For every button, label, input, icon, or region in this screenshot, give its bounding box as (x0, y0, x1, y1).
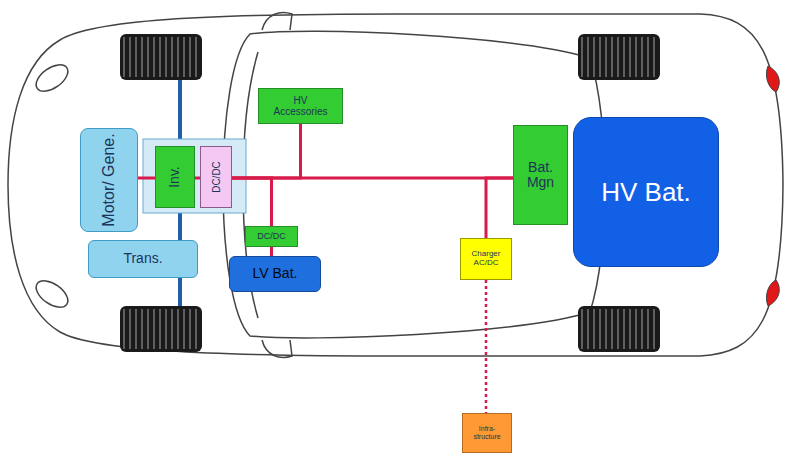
accessories-box: HV Accessories (258, 88, 343, 124)
tread (629, 37, 631, 77)
tread (183, 309, 185, 349)
node-label: LV Bat. (253, 266, 298, 281)
hv-wire (232, 178, 272, 226)
tread (617, 309, 619, 349)
tread (123, 37, 125, 77)
tread (195, 37, 197, 77)
node-label: Motor/ Gene. (100, 132, 118, 228)
hv-wire (138, 177, 155, 180)
inverter-box: Inv. (155, 146, 195, 208)
tread (159, 37, 161, 77)
wheel (578, 306, 660, 352)
power-module-housing (143, 139, 246, 213)
tread (635, 309, 637, 349)
headlight (32, 59, 73, 96)
tread (123, 309, 125, 349)
tread (153, 309, 155, 349)
tread (653, 37, 655, 77)
tread (581, 37, 583, 77)
tread (135, 309, 137, 349)
node-label: Inv. (167, 150, 182, 204)
charging-link (485, 280, 488, 413)
tread (629, 309, 631, 349)
converter-box: DC/DC (245, 226, 298, 247)
converter-box: DC/DC (200, 146, 232, 208)
hv-wire (232, 177, 513, 180)
cabin-outline (223, 31, 605, 338)
tread (189, 309, 191, 349)
tread (177, 37, 179, 77)
tread (605, 309, 607, 349)
mirror (262, 13, 292, 30)
tread (165, 37, 167, 77)
hv-wire (486, 178, 513, 238)
hv-wire (232, 124, 301, 178)
tread (647, 37, 649, 77)
tail-light (766, 66, 779, 92)
tread (135, 37, 137, 77)
tread (177, 309, 179, 349)
tread (171, 309, 173, 349)
tread (159, 309, 161, 349)
node-label: Charger AC/DC (466, 250, 506, 268)
motor-box: Motor/ Gene. (80, 128, 138, 232)
node-label: Bat. Mgn (519, 160, 563, 191)
tread (141, 37, 143, 77)
tread (183, 37, 185, 77)
tread (653, 309, 655, 349)
tread (171, 37, 173, 77)
tread (635, 37, 637, 77)
tread (587, 37, 589, 77)
tread (611, 37, 613, 77)
tread (605, 37, 607, 77)
node-label: HV Accessories (268, 95, 334, 117)
battery-box: LV Bat. (229, 256, 321, 292)
charger-box: Charger AC/DC (460, 238, 512, 280)
tread (587, 309, 589, 349)
node-label: DC/DC (257, 232, 286, 242)
tread (147, 37, 149, 77)
tread (195, 309, 197, 349)
node-label: DC/DC (211, 150, 222, 204)
battery-box: HV Bat. (573, 117, 719, 267)
tread (617, 37, 619, 77)
tread (599, 309, 601, 349)
tread (623, 309, 625, 349)
tread (641, 309, 643, 349)
wheel (120, 306, 202, 352)
tail-light (766, 280, 779, 306)
tread (141, 309, 143, 349)
tread (129, 37, 131, 77)
node-label: HV Bat. (601, 178, 691, 207)
tread (647, 309, 649, 349)
tread (593, 37, 595, 77)
node-label: Trans. (123, 251, 162, 266)
tread (189, 37, 191, 77)
node-label: Infra-structure (470, 425, 504, 440)
infrastructure-box: Infra-structure (462, 413, 512, 453)
tread (165, 309, 167, 349)
tread (153, 37, 155, 77)
transmission-box: Trans. (88, 240, 198, 278)
tread (623, 37, 625, 77)
hv-wire (270, 247, 273, 256)
wheel (120, 34, 202, 80)
wheel (578, 34, 660, 80)
tread (129, 309, 131, 349)
battery-management-box: Bat. Mgn (513, 125, 568, 225)
tread (611, 309, 613, 349)
tread (581, 309, 583, 349)
car-body (8, 14, 783, 356)
tread (593, 309, 595, 349)
headlight (32, 275, 73, 312)
tread (599, 37, 601, 77)
mirror (262, 340, 292, 357)
tread (641, 37, 643, 77)
tread (147, 309, 149, 349)
